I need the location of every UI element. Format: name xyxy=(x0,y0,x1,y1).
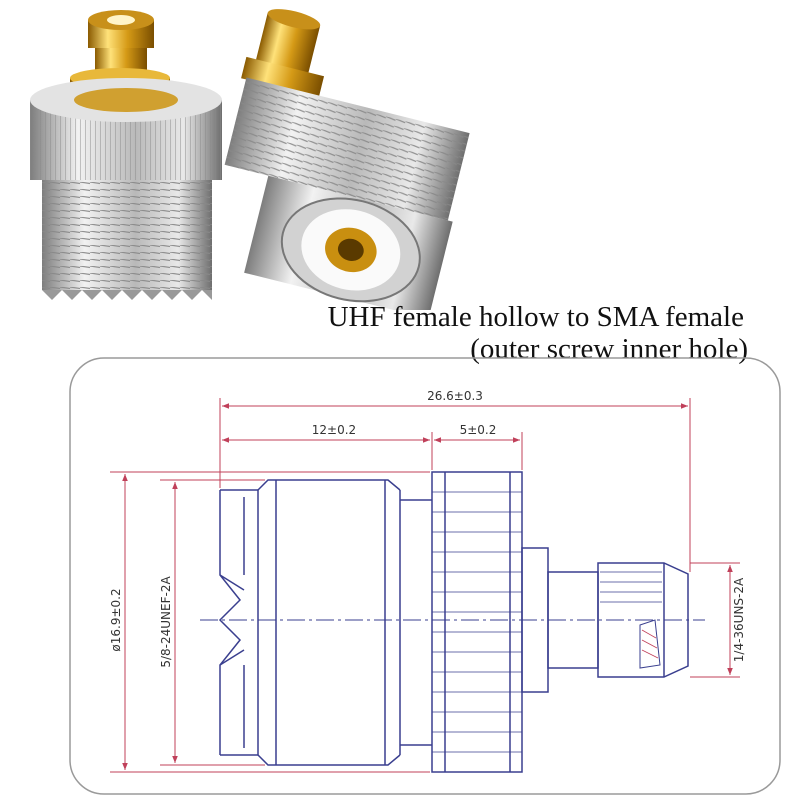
knurl-section xyxy=(431,471,523,773)
dim-knurl-section: 5±0.2 xyxy=(460,423,497,437)
adapter-left xyxy=(30,10,222,300)
dim-body-diameter: ø16.9±0.2 xyxy=(109,588,123,651)
dim-sma-thread: 1/4-36UNS-2A xyxy=(732,577,746,662)
uhf-body xyxy=(218,479,432,766)
drawing-frame xyxy=(69,357,781,795)
dim-uhf-thread: 5/8-24UNEF-2A xyxy=(159,576,173,668)
sma-section xyxy=(521,547,689,693)
dim-uhf-section: 12±0.2 xyxy=(312,423,356,437)
product-photo xyxy=(30,9,470,310)
adapter-right xyxy=(224,9,470,310)
caption-line-1: UHF female hollow to SMA female xyxy=(327,301,744,333)
dimension-lines xyxy=(110,398,740,773)
dim-overall-length: 26.6±0.3 xyxy=(427,389,483,403)
